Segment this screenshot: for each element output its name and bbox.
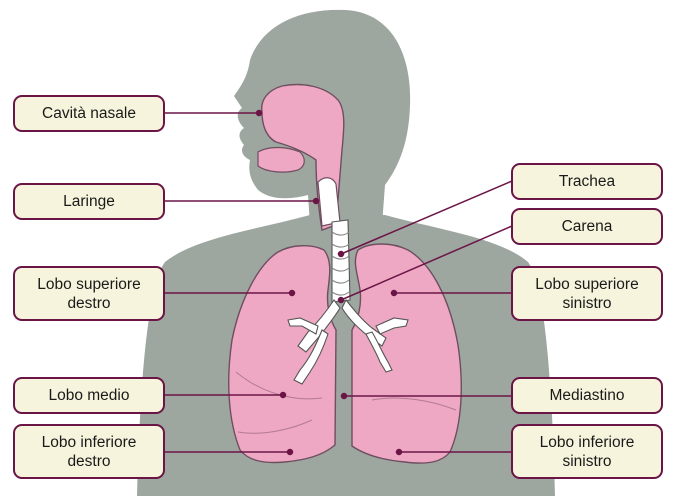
label-right-upper-lobe: Lobo superiore destro	[13, 266, 165, 321]
label-left-lower-lobe: Lobo inferiore sinistro	[511, 424, 663, 479]
anchor-carina	[339, 298, 344, 303]
label-nasal-cavity: Cavità nasale	[13, 95, 165, 132]
label-carina: Carena	[511, 208, 663, 245]
label-trachea: Trachea	[511, 163, 663, 200]
anchor-right-upper-lobe	[290, 291, 295, 296]
anchor-left-upper-lobe	[392, 291, 397, 296]
anchor-larynx	[314, 199, 319, 204]
label-left-upper-lobe: Lobo superiore sinistro	[511, 266, 663, 321]
anchor-right-lower-lobe	[288, 450, 293, 455]
anchor-nasal-cavity	[257, 111, 262, 116]
label-larynx: Laringe	[13, 183, 165, 220]
anchor-right-middle-lobe	[281, 393, 286, 398]
larynx-shape	[318, 178, 340, 226]
label-right-lower-lobe: Lobo inferiore destro	[13, 424, 165, 479]
anchor-mediastinum	[342, 394, 347, 399]
label-right-middle-lobe: Lobo medio	[13, 377, 165, 414]
anchor-trachea	[339, 252, 344, 257]
mouth-cavity-shape	[258, 148, 304, 173]
anchor-left-lower-lobe	[397, 450, 402, 455]
trachea-tube	[332, 220, 350, 302]
label-mediastinum: Mediastino	[511, 377, 663, 414]
upper-airway	[258, 85, 344, 230]
